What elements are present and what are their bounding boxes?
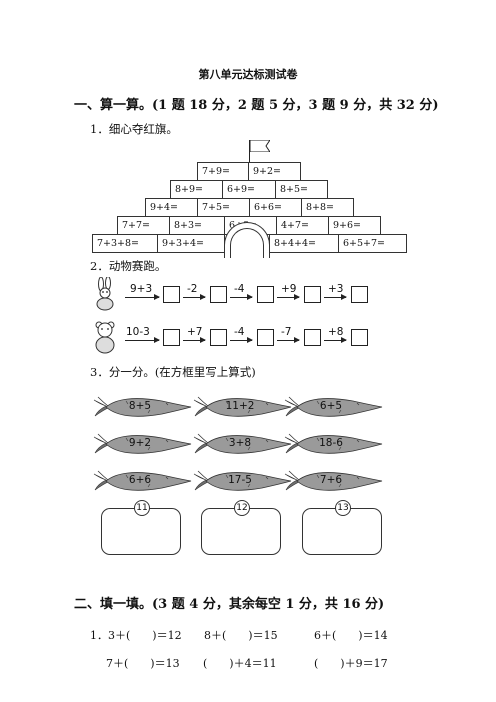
section1-heading: 一、算一算。(1 题 18 分，2 题 5 分，3 题 9 分，共 32 分) <box>74 98 439 113</box>
fill-blank[interactable]: 8＋( )＝15 <box>204 629 278 642</box>
bear-icon <box>95 321 115 354</box>
carrot-icon[interactable] <box>92 429 192 459</box>
carrot-label: 7+6 <box>319 474 343 486</box>
pyramid-cell[interactable]: 6+6= <box>249 198 302 217</box>
carrot-label: 18-6 <box>319 437 343 449</box>
race2-op: +8 <box>328 326 344 338</box>
fill-blank[interactable]: 7＋( )＝13 <box>106 657 180 670</box>
fill-blank[interactable]: 1．3＋( )＝12 <box>90 629 182 642</box>
page-title: 第八单元达标测试卷 <box>198 68 298 81</box>
race1-op: -2 <box>187 283 198 295</box>
arrow <box>183 294 206 300</box>
pyramid-cell[interactable]: 8+3= <box>169 216 225 235</box>
answer-box[interactable] <box>257 286 274 303</box>
carrot-icon[interactable] <box>192 466 292 496</box>
pyramid-cell[interactable]: 7+3+8= <box>92 234 158 253</box>
carrot-icon[interactable] <box>192 429 292 459</box>
carrot-icon[interactable] <box>92 392 192 422</box>
carrot-label: 11+2 <box>225 400 255 412</box>
carrot-label: 3+8 <box>228 437 252 449</box>
race2-op: -7 <box>281 326 292 338</box>
rabbit-icon <box>96 277 114 311</box>
pyramid-cell[interactable]: 9+4= <box>145 198 198 217</box>
carrot-icon[interactable] <box>192 392 292 422</box>
answer-box[interactable] <box>351 286 368 303</box>
carrot-icon[interactable] <box>283 466 383 496</box>
group-number: 11 <box>134 500 150 516</box>
carrot-icon[interactable] <box>283 392 383 422</box>
answer-box[interactable] <box>163 286 180 303</box>
arrow <box>230 337 253 343</box>
arrow <box>183 337 206 343</box>
race1-op: +9 <box>281 283 297 295</box>
answer-box[interactable] <box>257 329 274 346</box>
carrot-label: 9+2 <box>128 437 152 449</box>
pyramid-cell[interactable]: 9+3+4= <box>157 234 225 253</box>
pyramid-cell[interactable]: 6+5+7= <box>338 234 407 253</box>
red-flag-icon <box>250 140 270 152</box>
arrow <box>125 294 160 300</box>
pyramid-cell[interactable]: 7+9= <box>197 162 249 181</box>
carrot-label: 6+6 <box>128 474 152 486</box>
q1-label: 1．细心夺红旗。 <box>90 122 178 136</box>
section2-heading: 二、填一填。(3 题 4 分，其余每空 1 分，共 16 分) <box>74 597 385 612</box>
arrow <box>277 337 300 343</box>
carrot-label: 8+5 <box>128 400 152 412</box>
arrow <box>324 294 347 300</box>
group-number: 12 <box>234 500 250 516</box>
pyramid-cell[interactable]: 8+5= <box>275 180 328 199</box>
group-number: 13 <box>335 500 351 516</box>
race2-op: -4 <box>234 326 245 338</box>
pyramid-cell[interactable]: 8+4+4= <box>269 234 339 253</box>
race2-op: +7 <box>187 326 203 338</box>
race1-op: +3 <box>328 283 344 295</box>
pyramid-cell[interactable]: 7+7= <box>117 216 170 235</box>
pyramid-cell[interactable]: 6+9= <box>222 180 276 199</box>
arrow <box>277 294 300 300</box>
fill-blank[interactable]: ( )＋9＝17 <box>314 657 388 670</box>
answer-box[interactable] <box>210 286 227 303</box>
answer-box[interactable] <box>163 329 180 346</box>
pyramid-cell[interactable]: 8+8= <box>301 198 354 217</box>
arrow <box>230 294 253 300</box>
answer-box[interactable] <box>304 286 321 303</box>
race2-start: 10-3 <box>126 326 150 338</box>
arrow <box>324 337 347 343</box>
answer-box[interactable] <box>351 329 368 346</box>
answer-box[interactable] <box>304 329 321 346</box>
race1-op: -4 <box>234 283 245 295</box>
carrot-icon[interactable] <box>283 429 383 459</box>
pyramid-cell[interactable]: 9+6= <box>328 216 381 235</box>
carrot-icon[interactable] <box>92 466 192 496</box>
arrow <box>125 337 160 343</box>
pyramid-cell[interactable]: 7+5= <box>197 198 250 217</box>
q2-label: 2．动物赛跑。 <box>90 259 167 273</box>
race1-start: 9+3 <box>130 283 153 295</box>
pyramid-cell[interactable]: 8+9= <box>170 180 223 199</box>
fill-blank[interactable]: 6＋( )＝14 <box>314 629 388 642</box>
answer-box[interactable] <box>210 329 227 346</box>
pyramid-cell[interactable]: 4+7= <box>276 216 329 235</box>
gate-arch-inner <box>230 228 264 258</box>
carrot-label: 17-5 <box>228 474 252 486</box>
q3-label: 3．分一分。(在方框里写上算式) <box>90 365 256 379</box>
carrot-label: 6+5 <box>319 400 343 412</box>
fill-blank[interactable]: ( )＋4＝11 <box>203 657 277 670</box>
pyramid-cell[interactable]: 9+2= <box>248 162 301 181</box>
